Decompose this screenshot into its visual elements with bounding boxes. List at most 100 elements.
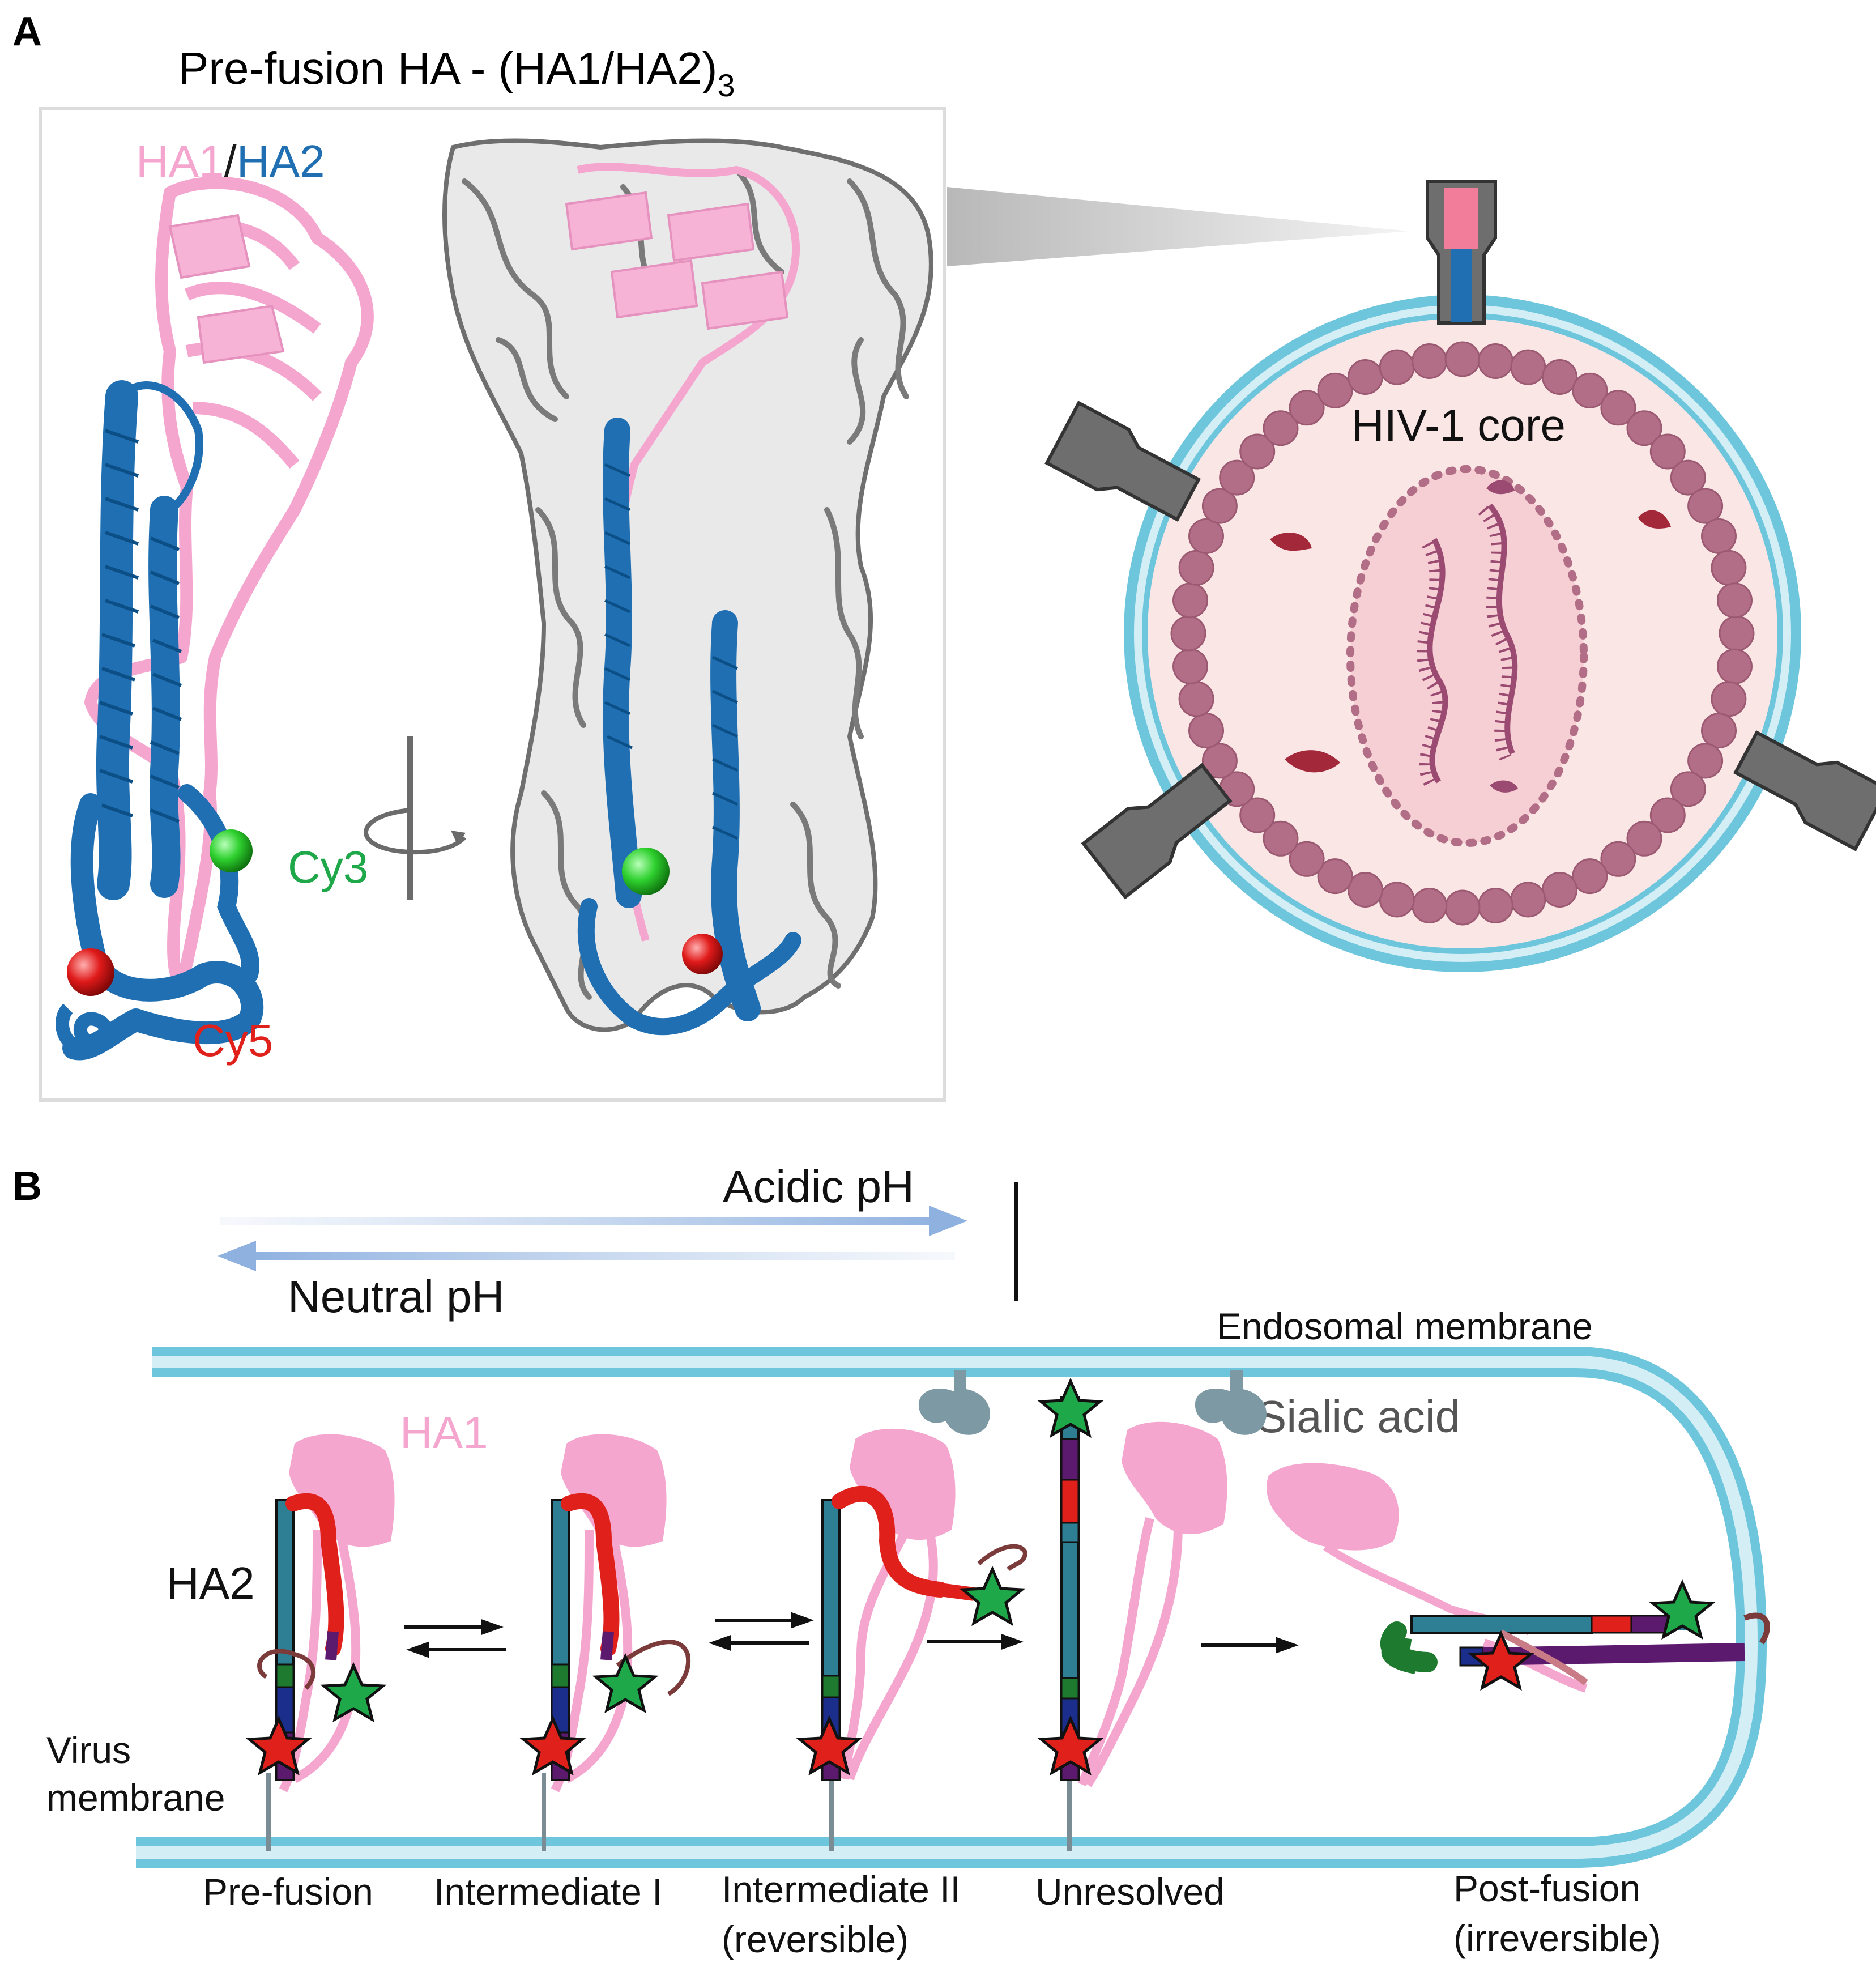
ha1-label: HA1 [400, 1407, 488, 1458]
trimer-ha1-sheets [565, 191, 789, 330]
matrix-bead [1477, 888, 1513, 923]
matrix-bead [1201, 488, 1238, 524]
matrix-bead [1649, 433, 1686, 470]
matrix-bead [1444, 341, 1481, 377]
matrix-bead [1600, 841, 1636, 877]
matrix-bead [1510, 882, 1546, 918]
endosomal-membrane-inner [136, 1356, 1758, 1859]
matrix-bead [1239, 433, 1276, 470]
matrix-bead [1670, 771, 1706, 807]
state-label-unresolved: Unresolved [1035, 1871, 1225, 1913]
matrix-bead [1219, 459, 1255, 496]
matrix-bead [1711, 550, 1747, 586]
ha2-helix-a [96, 380, 138, 900]
rna-genome [1417, 503, 1518, 790]
neutral-ph-label: Neutral pH [288, 1271, 504, 1322]
matrix-bead [1510, 349, 1546, 385]
acidic-ph-label: Acidic pH [723, 1161, 914, 1212]
state-postfusion [1267, 1463, 1770, 1693]
ph-arrows [218, 1206, 967, 1271]
state-labels: Pre-fusion Intermediate I Intermediate I… [203, 1867, 1661, 1960]
ha-trimer-structure [442, 138, 933, 1036]
ha2-loop [118, 381, 203, 513]
matrix-bead [1701, 518, 1737, 554]
matrix-bead [1172, 648, 1208, 684]
ha1-sheets [168, 214, 285, 364]
ha2-lower-strand [178, 784, 259, 983]
env-spike-top [1426, 180, 1497, 325]
matrix-bead [1444, 889, 1481, 926]
matrix-bead [1711, 681, 1747, 717]
equilibrium-arrows-1 [404, 1619, 506, 1658]
matrix-bead [1178, 550, 1214, 586]
panel-a-letter: A [12, 9, 42, 54]
cy3-sphere-monomer [210, 829, 253, 872]
state-label-intermediate-2-sub: (reversible) [722, 1918, 909, 1960]
trimer-ha2-helix-b [710, 610, 761, 1021]
matrix-bead [1572, 858, 1608, 895]
forward-arrow-1 [927, 1633, 1024, 1650]
sialic-acid-receptor-2 [1195, 1370, 1267, 1435]
matrix-bead [1170, 615, 1206, 652]
matrix-bead [1626, 410, 1662, 446]
panel-b-letter: B [12, 1164, 42, 1209]
matrix-bead [1379, 349, 1415, 385]
cy3-star [1037, 1377, 1104, 1438]
matrix-bead [1701, 713, 1737, 749]
matrix-bead [1600, 390, 1636, 426]
capsid-core [1346, 465, 1588, 847]
matrix-bead [1201, 743, 1238, 779]
neutral-arrow [247, 1252, 955, 1260]
cy5-star [796, 1715, 863, 1776]
ha-monomer-structure [56, 176, 374, 1061]
matrix-bead [1317, 372, 1353, 408]
ha2-label: HA2 [167, 1558, 255, 1608]
zoom-cone [947, 187, 1409, 266]
matrix-bead [1188, 713, 1224, 749]
endosomal-membrane-outer [136, 1347, 1767, 1868]
cy3-star [959, 1565, 1026, 1626]
matrix-bead [1717, 648, 1753, 684]
matrix-bead [1379, 882, 1415, 918]
matrix-bead [1687, 488, 1724, 524]
state-label-intermediate-2: Intermediate II [722, 1868, 961, 1910]
matrix-bead [1289, 841, 1325, 877]
ha2-helix-stripes [99, 429, 182, 823]
matrix-bead [1263, 410, 1299, 446]
state-label-postfusion-sub: (irreversible) [1453, 1917, 1661, 1959]
state-label-intermediate-1: Intermediate I [434, 1871, 663, 1913]
matrix-bead [1717, 582, 1753, 619]
cy3-label: Cy3 [288, 842, 368, 892]
panel-a-title: Pre-fusion HA - (HA1/HA2)3 [178, 43, 735, 103]
sialic-acid-receptor-1 [918, 1370, 990, 1435]
sialic-acid-label: Sialic acid [1256, 1391, 1460, 1442]
cy5-star [1468, 1630, 1534, 1691]
trimer-ha2-lower [577, 898, 801, 1036]
cy5-star [519, 1715, 586, 1776]
matrix-bead [1572, 372, 1608, 408]
hiv-core-label: HIV-1 core [1351, 400, 1566, 450]
ha2-helix-b [148, 496, 181, 898]
hiv-particle: HIV-1 core [1044, 180, 1876, 972]
legend-ha1-ha2: HA1/HA2 [136, 136, 325, 186]
matrix-bead [1649, 797, 1686, 833]
equilibrium-arrows-2 [709, 1612, 814, 1651]
matrix-bead [1347, 872, 1383, 908]
matrix-bead [1412, 343, 1448, 379]
matrix-bead [1719, 615, 1755, 652]
cy5-star [245, 1715, 312, 1776]
matrix-bead [1188, 518, 1224, 554]
matrix-bead-ring [1170, 341, 1755, 926]
matrix-bead [1347, 359, 1383, 395]
acidic-arrow [220, 1217, 956, 1225]
state-label-postfusion: Post-fusion [1453, 1867, 1640, 1909]
state-unresolved [1037, 1377, 1227, 1851]
matrix-bead [1317, 858, 1353, 895]
matrix-bead [1542, 359, 1578, 395]
cy3-star [592, 1653, 659, 1714]
matrix-bead [1289, 390, 1325, 426]
matrix-bead [1626, 820, 1662, 857]
state-prefusion [245, 1434, 395, 1851]
